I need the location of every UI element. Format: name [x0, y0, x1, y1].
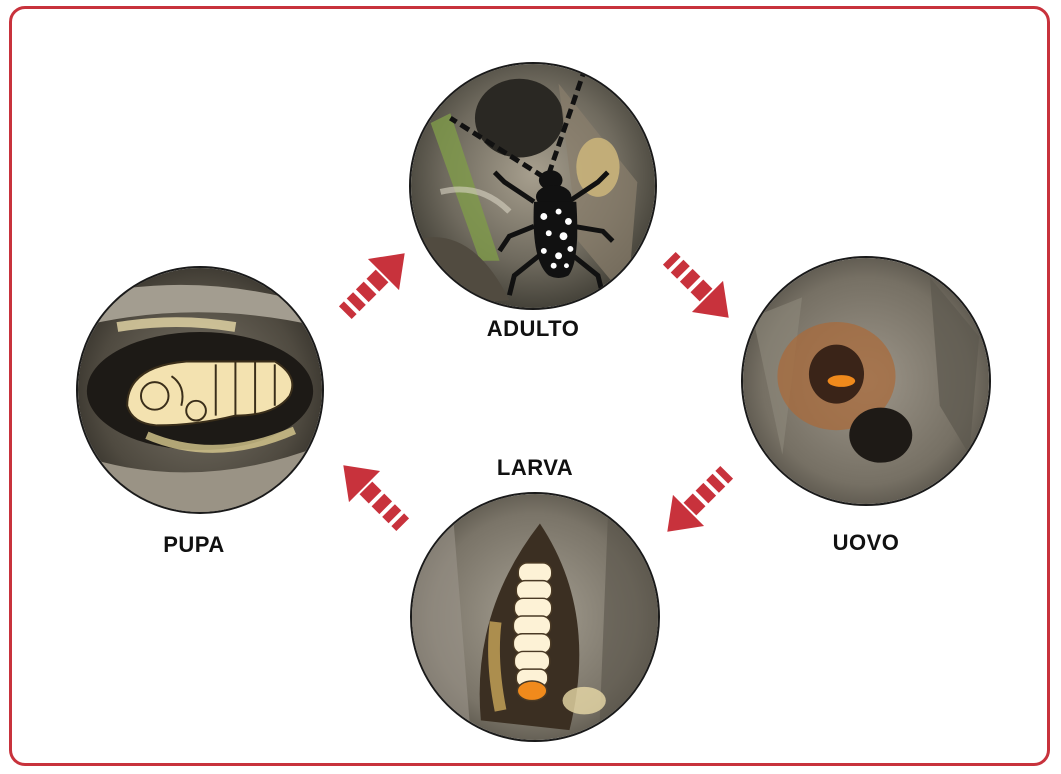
- egg-icon: [743, 258, 989, 504]
- larva-icon: [412, 494, 658, 740]
- larva-stage-image: [410, 492, 660, 742]
- stage-label-larva: LARVA: [455, 455, 615, 481]
- arrow-adult-to-egg: [652, 245, 747, 335]
- adult-stage-image: [409, 62, 657, 310]
- stage-label-adulto: ADULTO: [453, 316, 613, 342]
- egg-stage-image: [741, 256, 991, 506]
- arrow-larva-to-pupa: [328, 450, 418, 540]
- dashed-arrow-icon: [652, 245, 747, 335]
- stage-label-uovo: UOVO: [786, 530, 946, 556]
- dashed-arrow-icon: [330, 235, 420, 330]
- dashed-arrow-icon: [328, 450, 418, 540]
- adult-beetle-icon: [411, 64, 655, 308]
- stage-label-pupa: PUPA: [114, 532, 274, 558]
- dashed-arrow-icon: [652, 455, 742, 550]
- pupa-icon: [78, 268, 322, 512]
- arrow-pupa-to-adult: [330, 235, 420, 330]
- pupa-stage-image: [76, 266, 324, 514]
- arrow-egg-to-larva: [652, 455, 742, 550]
